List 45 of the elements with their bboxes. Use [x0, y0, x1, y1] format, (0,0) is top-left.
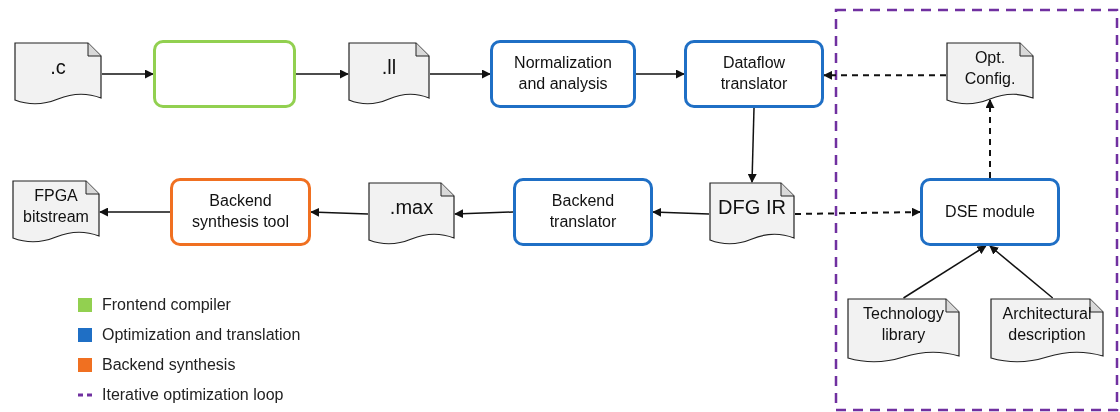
process-box	[684, 40, 824, 108]
document-shape	[14, 42, 102, 106]
process-label: Normalization and analysis	[513, 53, 613, 94]
legend-label: Backend synthesis	[102, 356, 236, 374]
document-label: Technology library	[862, 304, 945, 345]
document-label: .ll	[381, 55, 397, 80]
arrow	[747, 107, 757, 183]
document-shape	[946, 42, 1034, 106]
arrow	[310, 207, 369, 217]
arrow	[985, 99, 995, 179]
arrow	[454, 209, 514, 219]
document-label: Architectural description	[1001, 304, 1093, 345]
document-shape	[709, 182, 795, 246]
legend-label: Frontend compiler	[102, 296, 231, 314]
document-label: DFG IR	[718, 195, 786, 220]
arrow	[794, 207, 921, 217]
document-label: Opt. Config.	[963, 48, 1017, 89]
process-box	[513, 178, 653, 246]
document-shape	[348, 42, 430, 106]
process-box	[153, 40, 296, 108]
legend-label: Optimization and translation	[102, 326, 301, 344]
arrow	[429, 69, 491, 79]
arrow	[635, 69, 685, 79]
process-label: Dataflow translator	[719, 53, 789, 94]
arrow	[101, 69, 154, 79]
process-label: Backend synthesis tool	[191, 191, 290, 232]
process-label: Backend translator	[548, 191, 618, 232]
process-box	[170, 178, 311, 246]
arrow	[823, 70, 947, 80]
document-shape	[847, 298, 960, 364]
process-box	[490, 40, 636, 108]
arrow	[989, 245, 1054, 299]
arrow	[902, 245, 987, 299]
process-box	[920, 178, 1060, 246]
arrow	[652, 207, 710, 217]
document-shape	[990, 298, 1104, 364]
arrow	[295, 69, 349, 79]
document-shape	[368, 182, 455, 246]
document-label: .max	[389, 195, 434, 220]
process-label: DSE module	[945, 201, 1035, 222]
document-shape	[12, 180, 100, 244]
document-label: FPGA bitstream	[22, 186, 90, 227]
legend-label: Iterative optimization loop	[102, 386, 284, 404]
document-label: .c	[50, 55, 66, 80]
arrow	[99, 207, 171, 217]
